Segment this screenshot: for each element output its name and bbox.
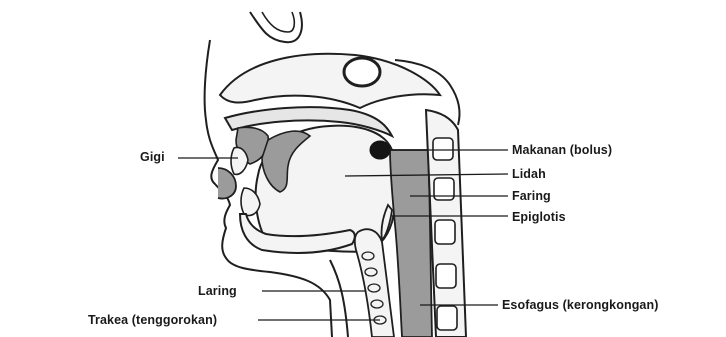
label-lidah: Lidah — [512, 167, 546, 181]
bolus — [370, 141, 390, 159]
vertebra — [436, 264, 456, 288]
label-laring: Laring — [198, 284, 237, 298]
label-faring: Faring — [512, 189, 551, 203]
pharynx — [390, 150, 432, 337]
upper-tooth — [231, 148, 248, 175]
label-trakea: Trakea (tenggorokan) — [88, 313, 217, 327]
label-epiglotis: Epiglotis — [512, 210, 566, 224]
vertebra — [434, 178, 454, 200]
nasal-turbinate-inner — [262, 12, 294, 32]
vertebra — [437, 306, 457, 330]
vertebra — [433, 138, 453, 160]
label-esofagus: Esofagus (kerongkongan) — [502, 298, 658, 312]
label-gigi: Gigi — [140, 150, 165, 164]
sinus — [344, 58, 380, 86]
vertebra — [435, 220, 455, 244]
label-bolus: Makanan (bolus) — [512, 143, 612, 157]
neck-front — [330, 260, 348, 337]
